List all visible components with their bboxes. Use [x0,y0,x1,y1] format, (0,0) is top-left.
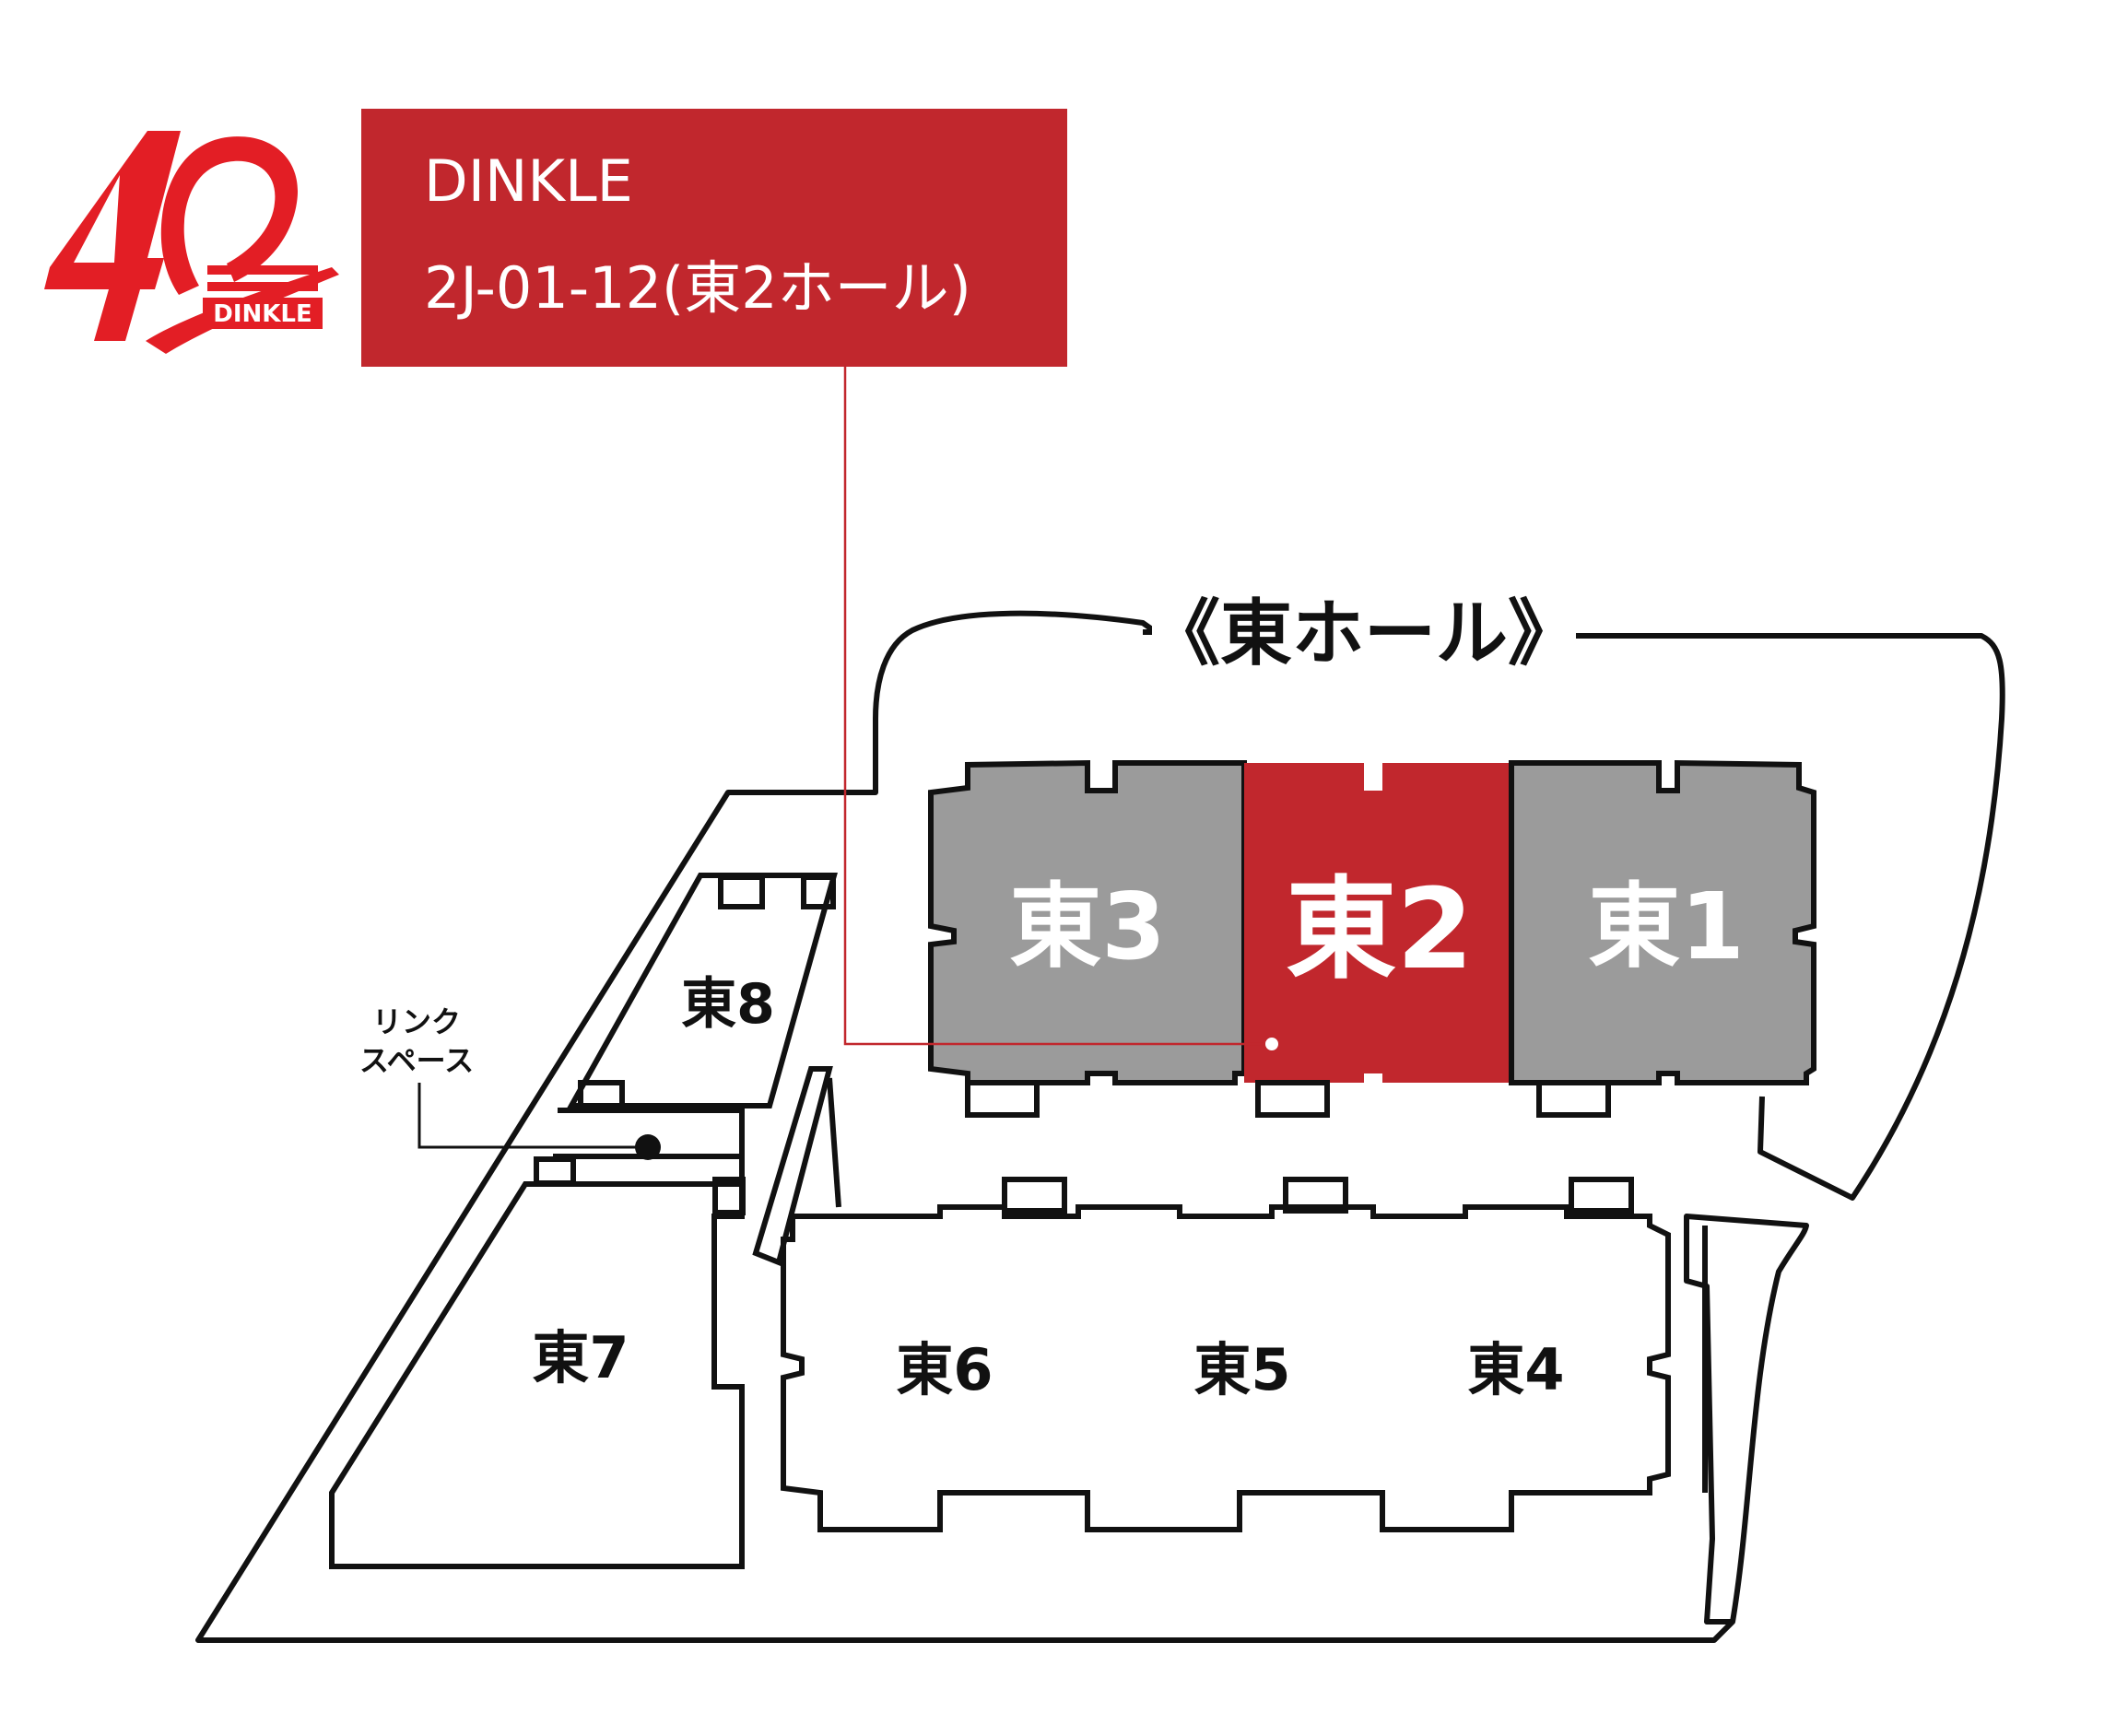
booth-leader-line [843,367,1268,1046]
hall-east-1-shape [1509,759,1816,1085]
hall-annex [712,1177,746,1215]
hall-label-east-7: 東7 [532,1324,629,1391]
corridor [827,1077,841,1208]
link-space-label-line2: スペース [359,1043,474,1078]
hall-annex [1255,1080,1330,1118]
hall-label-east-1: 東1 [1588,873,1745,980]
upper-hall-block [928,759,1816,1118]
hall-east-8-shape [566,873,838,1108]
logo-stripe [207,282,318,291]
hall-annex [1569,1177,1634,1214]
hall-label-east-8: 東8 [681,972,775,1037]
hall-label-east-3: 東3 [1009,873,1166,980]
outer-site-boundary-top [1567,633,2005,1201]
west-halls [329,873,838,1569]
lower-hall-block [781,1077,1708,1532]
logo-brand-plate [203,298,323,329]
exhibitor-name: DINKLE [424,147,633,215]
hall-annex [1283,1177,1348,1214]
hall-label-east-5: 東5 [1193,1336,1290,1403]
diagonal-walkway [752,1066,833,1267]
link-space-marker [635,1134,661,1160]
logo-four-mark [44,131,181,341]
hall-east-3-shape [928,759,1247,1085]
booth-info-box: DINKLE 2J-01-12(東2ホール) [361,109,1067,367]
logo-stripe [207,265,318,275]
logo-brand-text: DINKLE [213,300,312,328]
hall-east-2-shape [1244,763,1511,1083]
hall-label-east-2: 東2 [1286,866,1474,994]
hall-annex [718,874,765,909]
hall-annex [1002,1177,1067,1214]
hall-east-4-6-shape [781,1204,1671,1532]
logo-zero-swoosh [160,136,299,295]
hall-annex [534,1156,576,1186]
link-space-label-line1: リンク [372,1004,461,1039]
hall-annex [1536,1080,1611,1118]
hall-label-east-4: 東4 [1467,1336,1564,1403]
link-space-leader-line [417,1083,645,1149]
booth-location-marker [1264,1036,1280,1052]
hall-label-east-6: 東6 [896,1336,993,1403]
hall-annex [801,874,836,909]
hall-annex [965,1080,1040,1118]
map-title: 《東ホール》 [1148,592,1580,675]
connector-corridor [558,1108,745,1184]
outer-site-boundary [195,610,1809,1643]
booth-number: 2J-01-12(東2ホール) [424,254,971,322]
dinkle-40th-anniversary-logo: DINKLE [44,131,339,354]
